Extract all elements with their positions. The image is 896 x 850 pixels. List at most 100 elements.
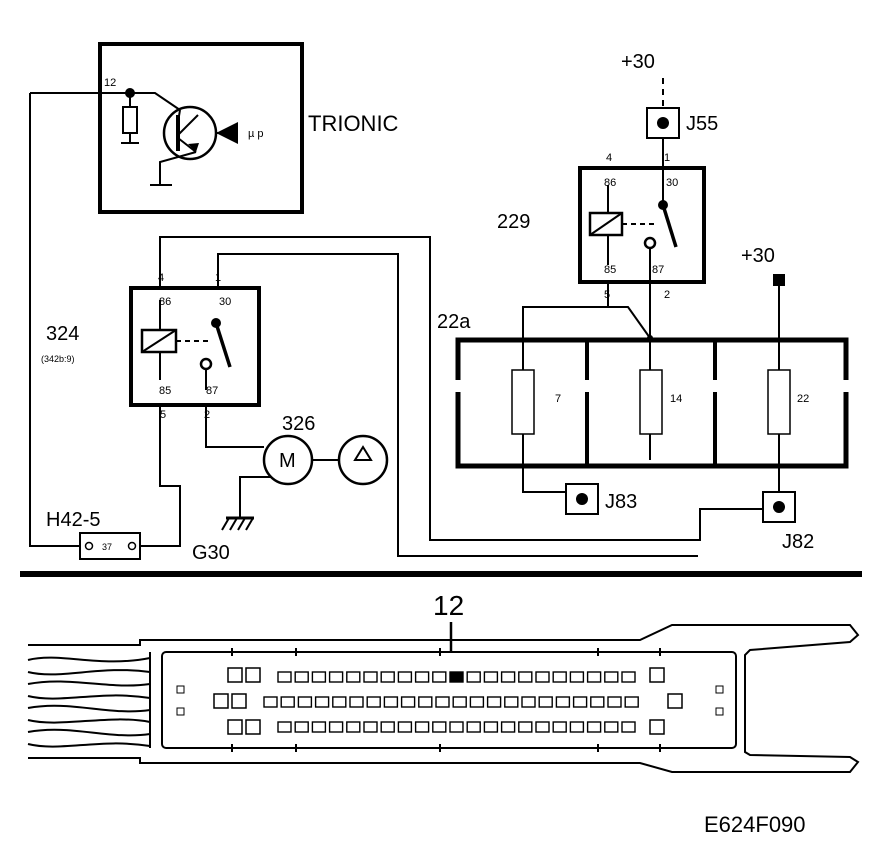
- relay324-pin85: 85: [159, 385, 171, 397]
- ecu-pin: [328, 721, 344, 733]
- relay324-pin30: 30: [219, 296, 231, 308]
- ecu-pin: [466, 671, 481, 683]
- fusebox-22a: 7 14 22: [454, 335, 850, 469]
- relay324-label: 324: [46, 323, 79, 345]
- ecu-pin: [486, 696, 502, 708]
- ecu-pin: [400, 696, 416, 708]
- ecu-pin: [328, 671, 344, 683]
- ecu-pin: [535, 721, 550, 733]
- relay324-pin2: 2: [204, 409, 210, 421]
- pump-label: 326: [282, 413, 315, 435]
- connector-h42-5: 37: [79, 532, 141, 560]
- plus30-top-label: +30: [621, 51, 655, 73]
- ecu-pin: [432, 671, 447, 683]
- relay229-pin4: 4: [606, 152, 612, 164]
- ecu-pin: [314, 696, 330, 708]
- fuse-14: [639, 369, 663, 435]
- ecu-pin: [363, 721, 378, 733]
- motor-symbol: M: [279, 450, 296, 472]
- ecu-pin: [297, 696, 313, 708]
- j82-label: J82: [782, 531, 814, 553]
- relay229-pin30: 30: [666, 177, 678, 189]
- ecu-pin: [294, 671, 309, 683]
- relay229-pin1: 1: [664, 152, 670, 164]
- ecu-pin: [569, 721, 585, 733]
- ecu-pin: [277, 721, 292, 733]
- ecu-pin: [604, 671, 619, 683]
- relay324-pin1: 1: [215, 272, 221, 284]
- trionic-ecu: µ p 12: [30, 42, 304, 214]
- ecu-pin: [380, 721, 395, 733]
- plus30-right-label: +30: [741, 245, 775, 267]
- ecu-pin: [483, 671, 499, 683]
- ecu-pin: [380, 671, 395, 683]
- relay-229: 4 1 86 30 85 87 5 2: [578, 152, 706, 301]
- ecu-pin: [311, 671, 327, 683]
- ecu-pin: [518, 721, 533, 733]
- ecu-pin: [449, 721, 464, 733]
- fuse-22-label: 22: [797, 393, 809, 405]
- ecu-pin-number: 12: [433, 590, 464, 621]
- fuse-22: [767, 369, 791, 435]
- ecu-pin: [346, 721, 361, 733]
- relay229-label: 229: [497, 211, 530, 233]
- junction-j82: [762, 491, 796, 523]
- relay324-pin86: 86: [159, 296, 171, 308]
- ecu-pin: [280, 696, 295, 708]
- ecu-pin: [521, 696, 536, 708]
- ecu-pin: [366, 696, 381, 708]
- microprocessor-label: µ p: [248, 128, 264, 140]
- ecu-pin: [518, 671, 533, 683]
- ecu-pin: [538, 696, 553, 708]
- fuse-7-label: 7: [555, 393, 561, 405]
- ground-label: G30: [192, 542, 230, 564]
- junction-j83: [565, 483, 599, 515]
- ecu-pin: [552, 721, 567, 733]
- ecu-pin: [604, 721, 619, 733]
- ecu-pin: [469, 696, 485, 708]
- ecu-pin: [397, 721, 413, 733]
- ecu-pin: [569, 671, 585, 683]
- ecu-pin: [452, 696, 467, 708]
- relay229-pin2: 2: [664, 289, 670, 301]
- power-terminal: [773, 274, 785, 286]
- ecu-pin: [500, 671, 516, 683]
- fusebox-label: 22a: [437, 311, 471, 333]
- ecu-pin: [418, 696, 433, 708]
- wires: [29, 78, 780, 557]
- ecu-pin-label: 12: [104, 77, 116, 89]
- fuel-pump-326: M: [262, 434, 389, 486]
- ecu-connector: [27, 624, 860, 773]
- ecu-pin: [383, 696, 399, 708]
- relay229-pin87: 87: [652, 264, 664, 276]
- ecu-pin: [414, 721, 430, 733]
- j83-label: J83: [605, 491, 637, 513]
- relay324-pin5: 5: [160, 409, 166, 421]
- ecu-pin-12: [449, 671, 464, 683]
- ecu-pin: [504, 696, 519, 708]
- ecu-pin: [555, 696, 571, 708]
- relay324-pin4: 4: [158, 272, 164, 284]
- ecu-pin: [363, 671, 378, 683]
- ecu-pin: [432, 721, 447, 733]
- ecu-pin: [294, 721, 309, 733]
- ecu-pin: [500, 721, 516, 733]
- ecu-pin: [621, 721, 636, 733]
- ecu-pin: [397, 671, 413, 683]
- relay324-reference: (342b:9): [41, 354, 75, 364]
- ecu-pin: [586, 671, 602, 683]
- ecu-pin: [466, 721, 481, 733]
- ecu-pin: [621, 671, 636, 683]
- ecu-pin: [535, 671, 550, 683]
- ecu-pin: [552, 671, 567, 683]
- fuse-14-label: 14: [670, 393, 682, 405]
- trionic-label: TRIONIC: [308, 111, 399, 136]
- ecu-pin: [435, 696, 450, 708]
- ecu-pin: [483, 721, 499, 733]
- ecu-pin: [277, 671, 292, 683]
- ecu-pin: [332, 696, 347, 708]
- relay229-pin86: 86: [604, 177, 616, 189]
- relay229-pin5: 5: [604, 289, 610, 301]
- ecu-pin: [349, 696, 364, 708]
